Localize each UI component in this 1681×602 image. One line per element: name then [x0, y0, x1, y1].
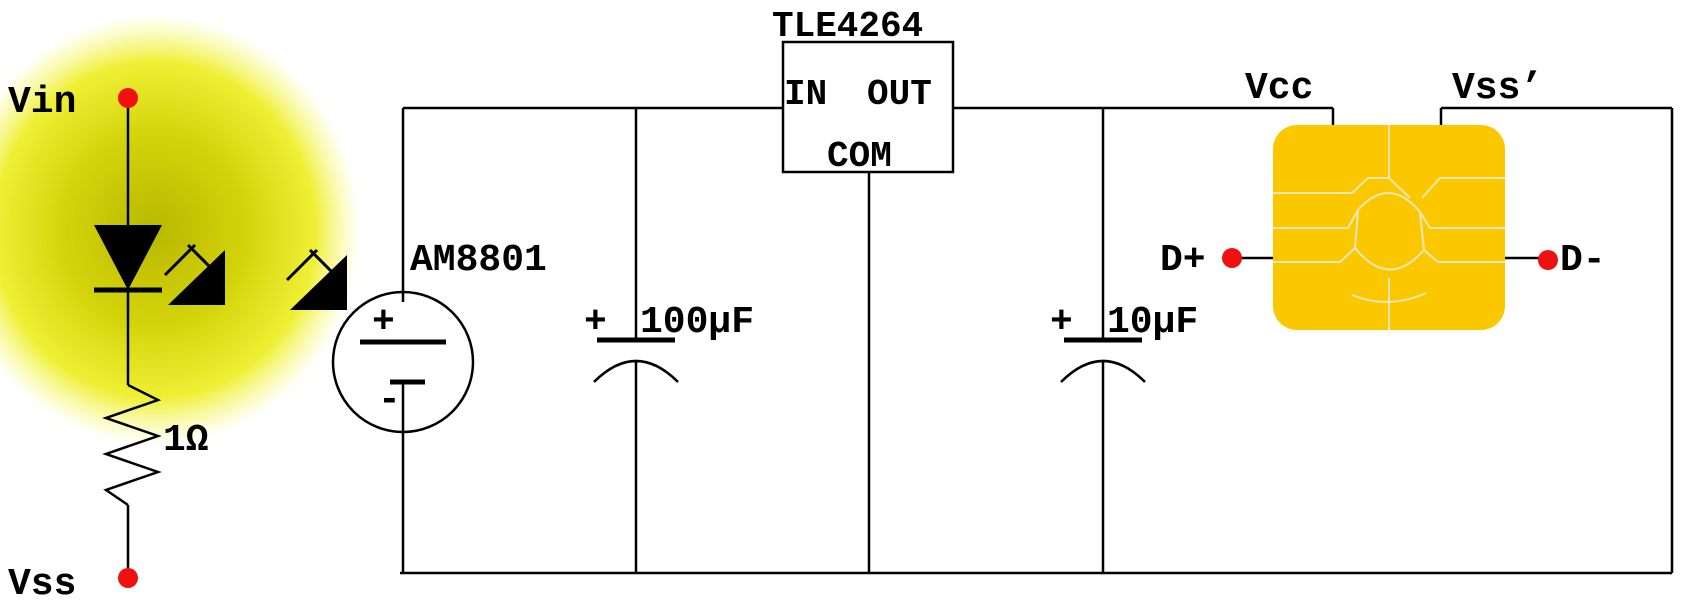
d-plus-label: D+	[1160, 239, 1206, 282]
light-emission-arrows-icon	[163, 243, 347, 310]
source-plus-sign: +	[372, 301, 395, 344]
vss-prime-label: Vss’	[1452, 67, 1543, 110]
smartcard-chip-icon	[1273, 125, 1505, 330]
vss-terminal[interactable]	[118, 568, 138, 588]
cap1-value-label: 100µF	[640, 301, 754, 344]
d-minus-label: D-	[1560, 239, 1606, 282]
cap2-value-label: 10µF	[1107, 301, 1198, 344]
main-wiring	[400, 106, 1674, 575]
capacitor-100uf-icon	[593, 337, 679, 383]
cap2-plus-sign: +	[1050, 301, 1073, 344]
cap1-plus-sign: +	[584, 301, 607, 344]
source-minus-sign: -	[378, 379, 401, 422]
regulator-label: TLE4264	[772, 6, 923, 47]
vcc-label: Vcc	[1245, 67, 1313, 110]
vin-terminal[interactable]	[118, 88, 138, 108]
voltage-source-icon	[331, 290, 475, 445]
regulator-out-pin: OUT	[867, 74, 932, 115]
regulator-com-pin: COM	[827, 136, 892, 177]
led-branch	[94, 98, 162, 578]
d-plus-terminal[interactable]	[1222, 248, 1242, 268]
led-glow	[0, 15, 360, 445]
regulator-box	[781, 40, 955, 174]
source-label: AM8801	[410, 239, 547, 282]
d-minus-terminal[interactable]	[1538, 250, 1558, 270]
vss-label: Vss	[8, 563, 76, 602]
vin-label: Vin	[8, 81, 76, 124]
resistor-label: 1Ω	[163, 419, 209, 462]
regulator-in-pin: IN	[784, 74, 827, 115]
resistor-icon	[102, 383, 162, 507]
capacitor-10uf-icon	[1060, 337, 1146, 383]
